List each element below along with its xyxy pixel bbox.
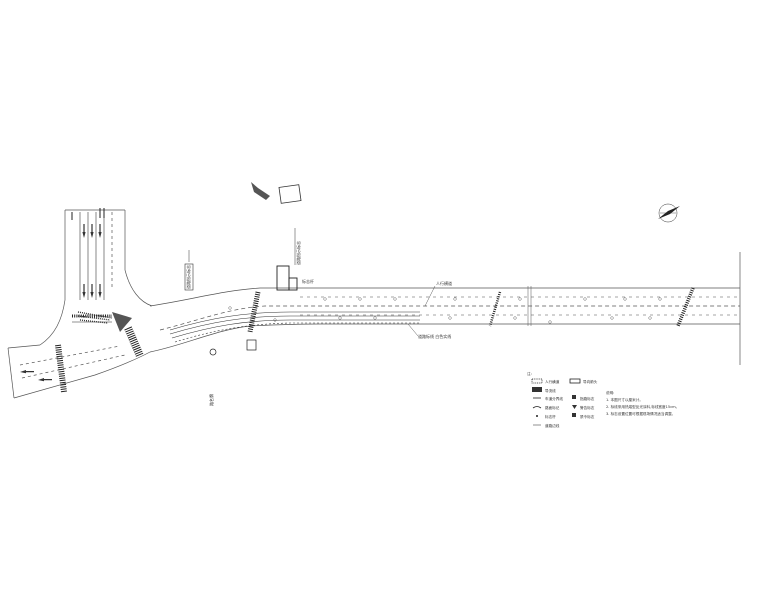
north-arrow-icon	[658, 203, 680, 223]
arrow-icon-1	[82, 284, 86, 298]
cross-road-left-edge	[39, 210, 66, 346]
sign-detail-panel	[278, 184, 302, 204]
curve-lane-3	[171, 319, 420, 339]
pole-label: 标志杆	[302, 278, 314, 284]
legend-label-7: 警告标志	[580, 405, 595, 410]
main-road-top-edge	[149, 287, 740, 307]
triangle-island	[112, 312, 132, 332]
arrow-icon-3	[98, 284, 102, 298]
crosswalk-main-3	[676, 287, 695, 327]
legend-curve-icon	[532, 406, 542, 409]
legend-note-0: 说明:	[606, 390, 614, 395]
legend-title: 注:	[527, 371, 532, 376]
lower-annotation-leader	[407, 323, 419, 337]
legend-label-8: 道路边线	[545, 423, 560, 428]
arrow-icon-6	[98, 224, 102, 238]
legend-label-0: 人行横道	[545, 379, 560, 384]
left-road-bottom-edge	[13, 351, 151, 399]
legend-dot-icon	[536, 415, 538, 417]
main-road-centerline	[159, 305, 740, 331]
legend-label-6: 标志杆	[545, 414, 556, 419]
left-arrow-icon-1	[20, 370, 34, 374]
curve-lane-1	[169, 311, 420, 331]
sign-group-1: 道路指示标志	[184, 250, 194, 291]
curve-lane-bundle	[169, 311, 420, 343]
sign-circle-3	[209, 348, 217, 356]
left-arrow-icon-2	[38, 378, 52, 382]
section-breaks	[527, 286, 532, 326]
sign-vertical-text-2: 道路指示标志	[295, 241, 301, 265]
sign-board-2b	[288, 277, 298, 291]
left-road-end	[7, 347, 15, 399]
sign-board-4	[246, 339, 257, 351]
legend-guide-arrow-icon	[569, 378, 581, 384]
sign-group-2: 道路指示标志	[276, 228, 301, 291]
legend-label-3: 车道分界线	[545, 396, 563, 401]
legend-triangle-icon	[572, 405, 577, 409]
sign-vertical-text-1: 道路指示标志	[185, 265, 191, 289]
sign-board-2	[276, 265, 290, 291]
legend-label-1: 导向箭头	[583, 379, 598, 384]
legend-zebra-icon	[532, 387, 542, 392]
sign-group-3: 路名牌	[208, 339, 257, 406]
cross-road-right-edge	[124, 210, 153, 307]
gore-stripes	[77, 311, 113, 324]
sign-detail-arm	[251, 182, 270, 200]
arrow-icon-5	[90, 224, 94, 238]
road-name-leader	[424, 285, 436, 307]
cross-road-top-marks	[71, 208, 105, 220]
legend-sign-icon	[572, 395, 576, 399]
arrow-icon-2	[90, 284, 94, 298]
left-road-arrows	[20, 370, 52, 382]
legend-note-3: 3. 标志设置位置可根据现场情况适当调整。	[606, 411, 675, 416]
curve-lane-2	[169, 315, 420, 335]
left-road-top-edge	[7, 344, 41, 349]
cross-road-arrows	[82, 224, 102, 298]
sign-detail-block	[251, 182, 302, 204]
sign-vertical-text-3: 路名牌	[208, 394, 214, 406]
legend: 注: 人行横道 导向箭头 导流线 车道分界线 指路标志 路面标记 警告标志 标志…	[527, 371, 679, 428]
legend-label-5: 指路标志	[580, 396, 595, 401]
legend-square-icon	[572, 413, 576, 417]
crosswalk-main-1	[247, 291, 261, 333]
road-name-label: 人行横道	[436, 280, 452, 286]
left-approach-road	[7, 344, 151, 399]
legend-stop-line-icon	[531, 378, 543, 384]
curve-lane-4	[174, 322, 420, 343]
legend-label-9: 禁令标志	[580, 414, 595, 419]
lower-annotation: 道路标线 白色实线	[418, 333, 451, 339]
legend-note-1: 1. 本图尺寸以厘米计。	[606, 397, 643, 402]
legend-note-2: 2. 标线采用热熔型反光涂料,标线宽度15cm。	[606, 404, 679, 409]
arrow-icon-4	[82, 224, 86, 238]
left-road-lane-2	[21, 354, 126, 379]
main-road	[149, 252, 741, 365]
crosswalk-junction	[124, 326, 144, 358]
road-studs	[228, 297, 662, 324]
left-road-lane-1	[19, 345, 121, 366]
crosswalks	[55, 287, 695, 393]
junction-island	[77, 311, 132, 332]
legend-label-4: 路面标记	[545, 405, 560, 410]
sign-board-1	[184, 263, 194, 291]
cross-road	[39, 209, 153, 346]
crosswalk-main-2	[488, 291, 502, 327]
legend-label-2: 导流线	[545, 388, 556, 393]
